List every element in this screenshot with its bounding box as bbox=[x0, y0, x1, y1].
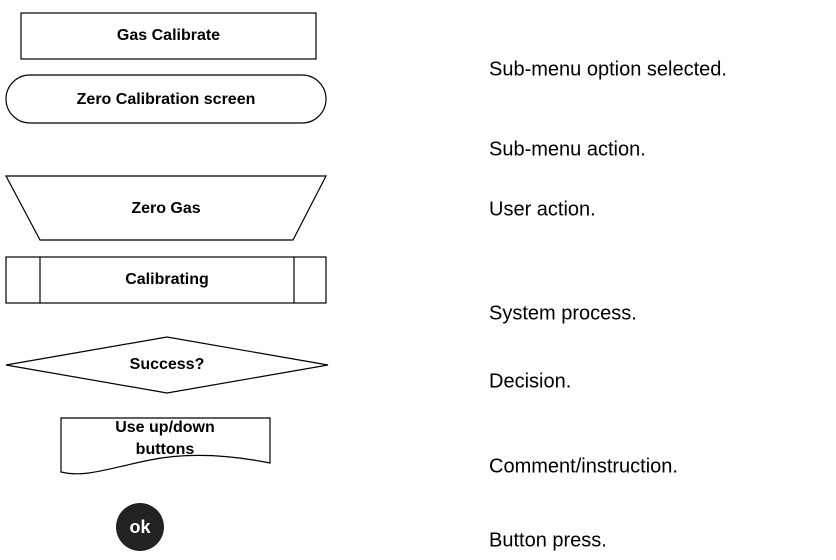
legend-item-system-process: Calibrating System process. bbox=[5, 256, 637, 324]
rectangle-symbol-description: Sub-menu option selected. bbox=[489, 58, 727, 80]
ok-button-icon-description: Button press. bbox=[489, 529, 607, 551]
rectangle-symbol bbox=[20, 12, 317, 60]
trapezoid-symbol bbox=[5, 175, 327, 241]
predefined-process-symbol bbox=[5, 256, 327, 304]
ok-button-icon-label: ok bbox=[129, 517, 151, 537]
document-symbol-description: Comment/instruction. bbox=[489, 455, 678, 477]
predefined-process-symbol-description: System process. bbox=[489, 302, 637, 324]
predefined-process-symbol-label: Calibrating bbox=[125, 271, 209, 288]
diamond-symbol bbox=[5, 336, 329, 394]
document-symbol-label-line2: buttons bbox=[136, 441, 195, 458]
document-symbol bbox=[60, 417, 271, 475]
trapezoid-symbol-description: User action. bbox=[489, 198, 596, 220]
rectangle-symbol-label: Gas Calibrate bbox=[117, 27, 220, 44]
rounded-rectangle-symbol bbox=[5, 74, 327, 124]
document-symbol-label-line1: Use up/down bbox=[115, 419, 215, 436]
rounded-rectangle-symbol-label: Zero Calibration screen bbox=[77, 91, 256, 108]
diamond-symbol-description: Decision. bbox=[489, 370, 571, 392]
legend-item-comment: Use up/down buttons Comment/instruction. bbox=[60, 417, 678, 477]
legend-item-submenu-option: Gas Calibrate Sub-menu option selected. bbox=[20, 12, 727, 80]
rounded-rectangle-symbol-description: Sub-menu action. bbox=[489, 138, 646, 160]
legend-item-decision: Success? Decision. bbox=[5, 336, 571, 394]
diamond-symbol-label: Success? bbox=[130, 356, 205, 373]
legend-item-button-press: ok Button press. bbox=[116, 503, 607, 551]
trapezoid-symbol-label: Zero Gas bbox=[131, 200, 200, 217]
legend-item-submenu-action: Zero Calibration screen Sub-menu action. bbox=[5, 74, 646, 160]
legend-item-user-action: Zero Gas User action. bbox=[5, 175, 596, 241]
ok-button-icon bbox=[116, 503, 164, 551]
